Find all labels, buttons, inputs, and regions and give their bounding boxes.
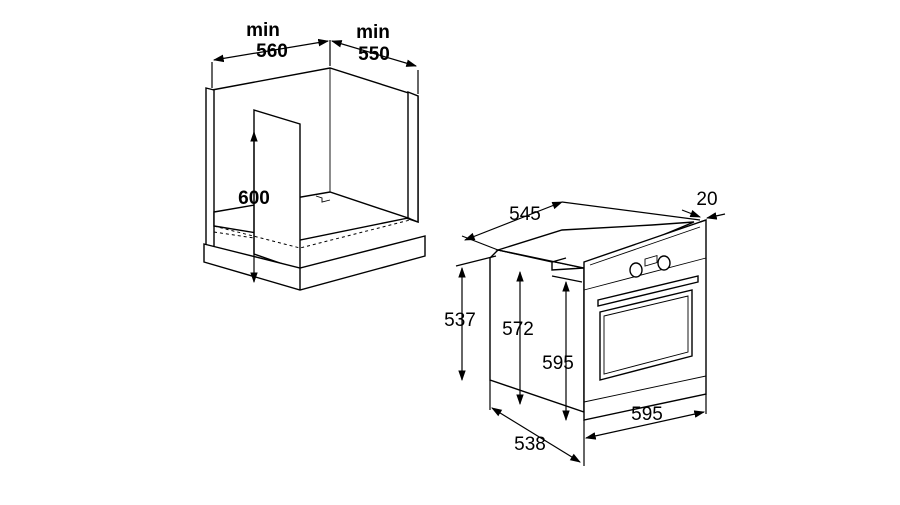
oven-handle <box>597 275 699 307</box>
cabinet-right-panel <box>407 90 419 224</box>
cabinet-width-value: 560 <box>256 41 288 62</box>
left-knob <box>629 262 643 278</box>
cabinet-depth-min-label: min <box>356 22 390 43</box>
oven-door-window <box>599 289 693 381</box>
cabinet-height-value: 600 <box>238 188 270 209</box>
oven-bottom-depth-538: 538 <box>514 434 546 455</box>
oven-side-height-537: 537 <box>444 310 476 331</box>
oven-front-height-595: 595 <box>542 353 574 374</box>
cabinet-depth-value: 550 <box>358 44 390 65</box>
cabinet-drawing: min 560 min 550 600 <box>203 20 426 291</box>
oven-drawing: 545 20 537 572 595 538 595 <box>444 189 726 466</box>
oven-inner-height-572: 572 <box>502 319 534 340</box>
right-knob <box>657 255 671 271</box>
oven-depth-545: 545 <box>509 204 541 225</box>
oven-front-depth-20: 20 <box>696 189 717 210</box>
cabinet-left-panel <box>205 87 215 264</box>
oven-front-width-595: 595 <box>631 404 663 425</box>
cabinet-width-min-label: min <box>246 20 280 41</box>
